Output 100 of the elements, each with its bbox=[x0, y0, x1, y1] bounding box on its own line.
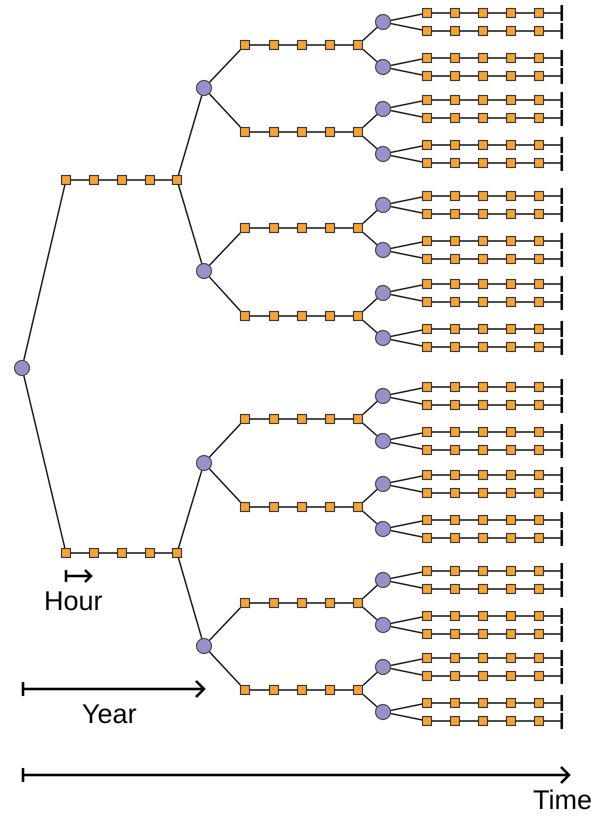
square-node bbox=[478, 488, 488, 498]
square-node bbox=[478, 470, 488, 480]
square-node bbox=[325, 223, 335, 233]
square-node bbox=[450, 342, 460, 352]
connector-line bbox=[250, 131, 269, 133]
connector-line bbox=[516, 213, 534, 215]
connector-line bbox=[209, 232, 241, 266]
square-node bbox=[450, 113, 460, 123]
square-node bbox=[450, 427, 460, 437]
connector-line bbox=[279, 689, 297, 691]
square-node bbox=[325, 598, 335, 608]
connector-line bbox=[488, 195, 506, 197]
connector-line bbox=[250, 506, 269, 508]
square-node bbox=[534, 71, 544, 81]
square-node bbox=[478, 26, 488, 36]
connector-line bbox=[250, 689, 269, 691]
connector-line bbox=[516, 75, 534, 77]
square-node bbox=[450, 140, 460, 150]
connector-line bbox=[432, 75, 450, 77]
connector-line bbox=[488, 346, 506, 348]
axis-label: Year bbox=[82, 701, 137, 728]
square-node bbox=[422, 427, 432, 437]
square-node bbox=[422, 236, 432, 246]
connector-line bbox=[362, 320, 378, 334]
connector-line bbox=[432, 99, 450, 101]
connector-line bbox=[432, 12, 450, 14]
connector-line bbox=[432, 117, 450, 119]
square-node bbox=[478, 158, 488, 168]
square-node bbox=[450, 53, 460, 63]
connector-line bbox=[516, 519, 534, 521]
connector-line bbox=[307, 44, 325, 46]
square-node bbox=[478, 533, 488, 543]
connector-line bbox=[516, 657, 534, 659]
square-node bbox=[534, 236, 544, 246]
square-node bbox=[506, 297, 516, 307]
square-node bbox=[269, 127, 279, 137]
connector-line bbox=[362, 606, 378, 620]
connector-line bbox=[432, 346, 450, 348]
square-node bbox=[534, 445, 544, 455]
square-node bbox=[240, 127, 250, 137]
square-node bbox=[450, 671, 460, 681]
square-node bbox=[297, 502, 307, 512]
square-node bbox=[450, 488, 460, 498]
connector-line bbox=[516, 404, 534, 406]
connector-line bbox=[460, 346, 478, 348]
square-node bbox=[534, 113, 544, 123]
square-node bbox=[353, 598, 363, 608]
connector-line bbox=[432, 492, 450, 494]
connector-line bbox=[390, 616, 422, 624]
square-node bbox=[478, 566, 488, 576]
connector-line bbox=[460, 449, 478, 451]
square-node bbox=[450, 297, 460, 307]
square-node bbox=[422, 611, 432, 621]
square-node bbox=[478, 342, 488, 352]
square-node bbox=[145, 175, 155, 185]
square-node bbox=[325, 127, 335, 137]
connector-line bbox=[432, 675, 450, 677]
circle-node bbox=[196, 455, 212, 471]
connector-line bbox=[488, 431, 506, 433]
line-with-end-bar bbox=[544, 233, 563, 249]
square-node bbox=[506, 566, 516, 576]
connector-line bbox=[390, 626, 422, 634]
line-with-end-bar bbox=[544, 581, 563, 597]
connector-line bbox=[155, 552, 172, 554]
connector-line bbox=[488, 75, 506, 77]
connector-line bbox=[516, 675, 534, 677]
circle-node bbox=[375, 101, 391, 117]
circle-node bbox=[375, 59, 391, 75]
connector-line bbox=[362, 694, 378, 708]
connector-line bbox=[432, 702, 450, 704]
square-node bbox=[422, 297, 432, 307]
connector-line bbox=[250, 315, 269, 317]
square-node bbox=[506, 584, 516, 594]
square-node bbox=[325, 502, 335, 512]
circle-node bbox=[196, 263, 212, 279]
square-node bbox=[534, 716, 544, 726]
connector-line bbox=[390, 206, 422, 214]
square-node bbox=[534, 95, 544, 105]
axis-label: Hour bbox=[44, 588, 103, 615]
square-node bbox=[422, 95, 432, 105]
connector-line bbox=[432, 301, 450, 303]
square-node bbox=[478, 8, 488, 18]
square-node bbox=[478, 279, 488, 289]
square-node bbox=[534, 382, 544, 392]
connector-line bbox=[390, 100, 422, 108]
connector-line bbox=[390, 294, 422, 302]
line-with-end-bar bbox=[544, 251, 563, 267]
square-node bbox=[534, 427, 544, 437]
square-node bbox=[506, 470, 516, 480]
connector-line bbox=[488, 657, 506, 659]
connector-line bbox=[488, 117, 506, 119]
square-node bbox=[145, 548, 155, 558]
connector-line bbox=[516, 386, 534, 388]
square-node bbox=[353, 502, 363, 512]
circle-node bbox=[375, 572, 391, 588]
line-with-end-bar bbox=[544, 294, 563, 310]
connector-line bbox=[488, 258, 506, 260]
connector-line bbox=[488, 633, 506, 635]
connector-line bbox=[307, 506, 325, 508]
square-node bbox=[506, 716, 516, 726]
